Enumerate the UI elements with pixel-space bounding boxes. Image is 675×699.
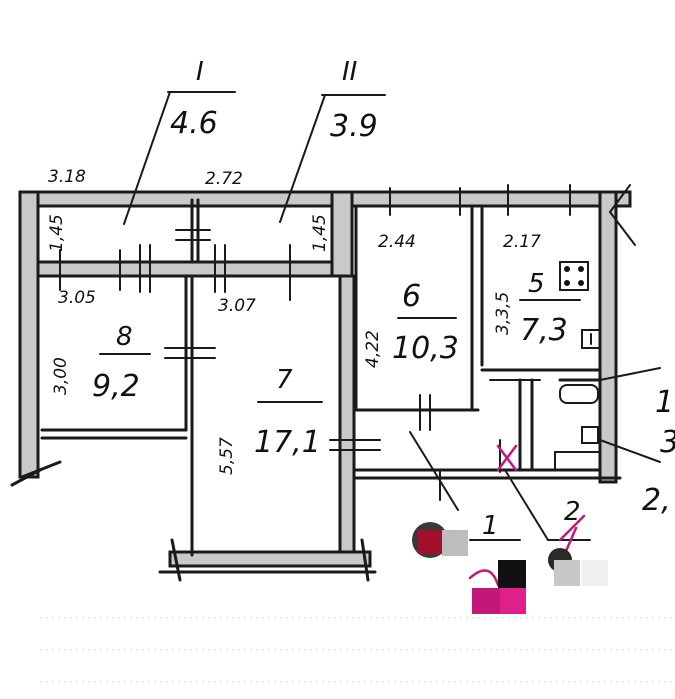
toilet-icon xyxy=(554,426,601,471)
left-wall xyxy=(18,190,40,479)
dim-room8-height: 3,00 xyxy=(51,357,71,395)
room-8-area: 9,2 xyxy=(92,369,140,404)
room-5-area: 7,3 xyxy=(520,313,568,348)
sink-icon xyxy=(581,329,601,349)
edge-label-2: 2, xyxy=(642,483,671,518)
edge-label-1: 1 xyxy=(655,385,674,420)
dim-right-balcony-depth: 1,45 xyxy=(310,214,330,252)
room-7-area: 17,1 xyxy=(254,425,321,460)
room-6-number: 6 xyxy=(402,279,421,314)
dim-room6-height: 4,22 xyxy=(363,330,383,368)
dim-room7-height: 5,57 xyxy=(217,437,237,475)
stove-icon xyxy=(559,261,589,291)
balcony-1-area: 4.6 xyxy=(170,106,218,141)
room-labels: 8 9,2 7 17,1 6 10,3 5 7,3 1 2 1 3 2, xyxy=(92,269,675,541)
dim-top-left: 3.18 xyxy=(48,167,86,187)
dim-room6-width: 2.44 xyxy=(378,232,416,252)
fixtures xyxy=(554,261,601,471)
balcony-divider-wall xyxy=(36,260,340,278)
edge-label-3: 3 xyxy=(660,425,675,460)
dimension-labels: 3.18 2.72 1,45 1,45 3.05 3.07 3,00 5,57 … xyxy=(47,167,541,475)
top-wall xyxy=(18,190,632,208)
dim-room8-width: 3.05 xyxy=(58,288,96,308)
background-dotted-lines xyxy=(40,617,675,683)
room7-right-wall xyxy=(338,274,356,563)
balcony-labels: I 4.6 II 3.9 xyxy=(170,57,378,144)
redaction-blocks xyxy=(412,522,608,614)
balcony-2-area: 3.9 xyxy=(330,109,378,144)
bathtub-icon xyxy=(559,384,599,404)
room-8-number: 8 xyxy=(116,322,133,352)
balcony-1-label: I xyxy=(196,57,204,87)
room-1-number: 1 xyxy=(482,511,499,541)
room-6-area: 10,3 xyxy=(392,331,459,366)
leader-lines xyxy=(123,91,661,541)
opening-ticks xyxy=(59,184,631,501)
room-5-number: 5 xyxy=(528,269,545,299)
dim-left-balcony-depth: 1,45 xyxy=(47,214,67,252)
room-7-number: 7 xyxy=(276,365,293,395)
vertical-wall-right-balcony xyxy=(330,190,354,278)
room-2-number: 2 xyxy=(564,497,581,527)
right-wall xyxy=(598,190,618,484)
walls xyxy=(18,190,632,568)
balcony-2-label: II xyxy=(342,57,357,87)
dim-room5-height: 3,3,5 xyxy=(493,292,513,335)
room7-bottom-wall xyxy=(168,550,372,568)
dim-room7-width: 3.07 xyxy=(218,296,256,316)
dim-room5-width: 2.17 xyxy=(503,232,541,252)
dim-top-mid: 2.72 xyxy=(205,169,243,189)
